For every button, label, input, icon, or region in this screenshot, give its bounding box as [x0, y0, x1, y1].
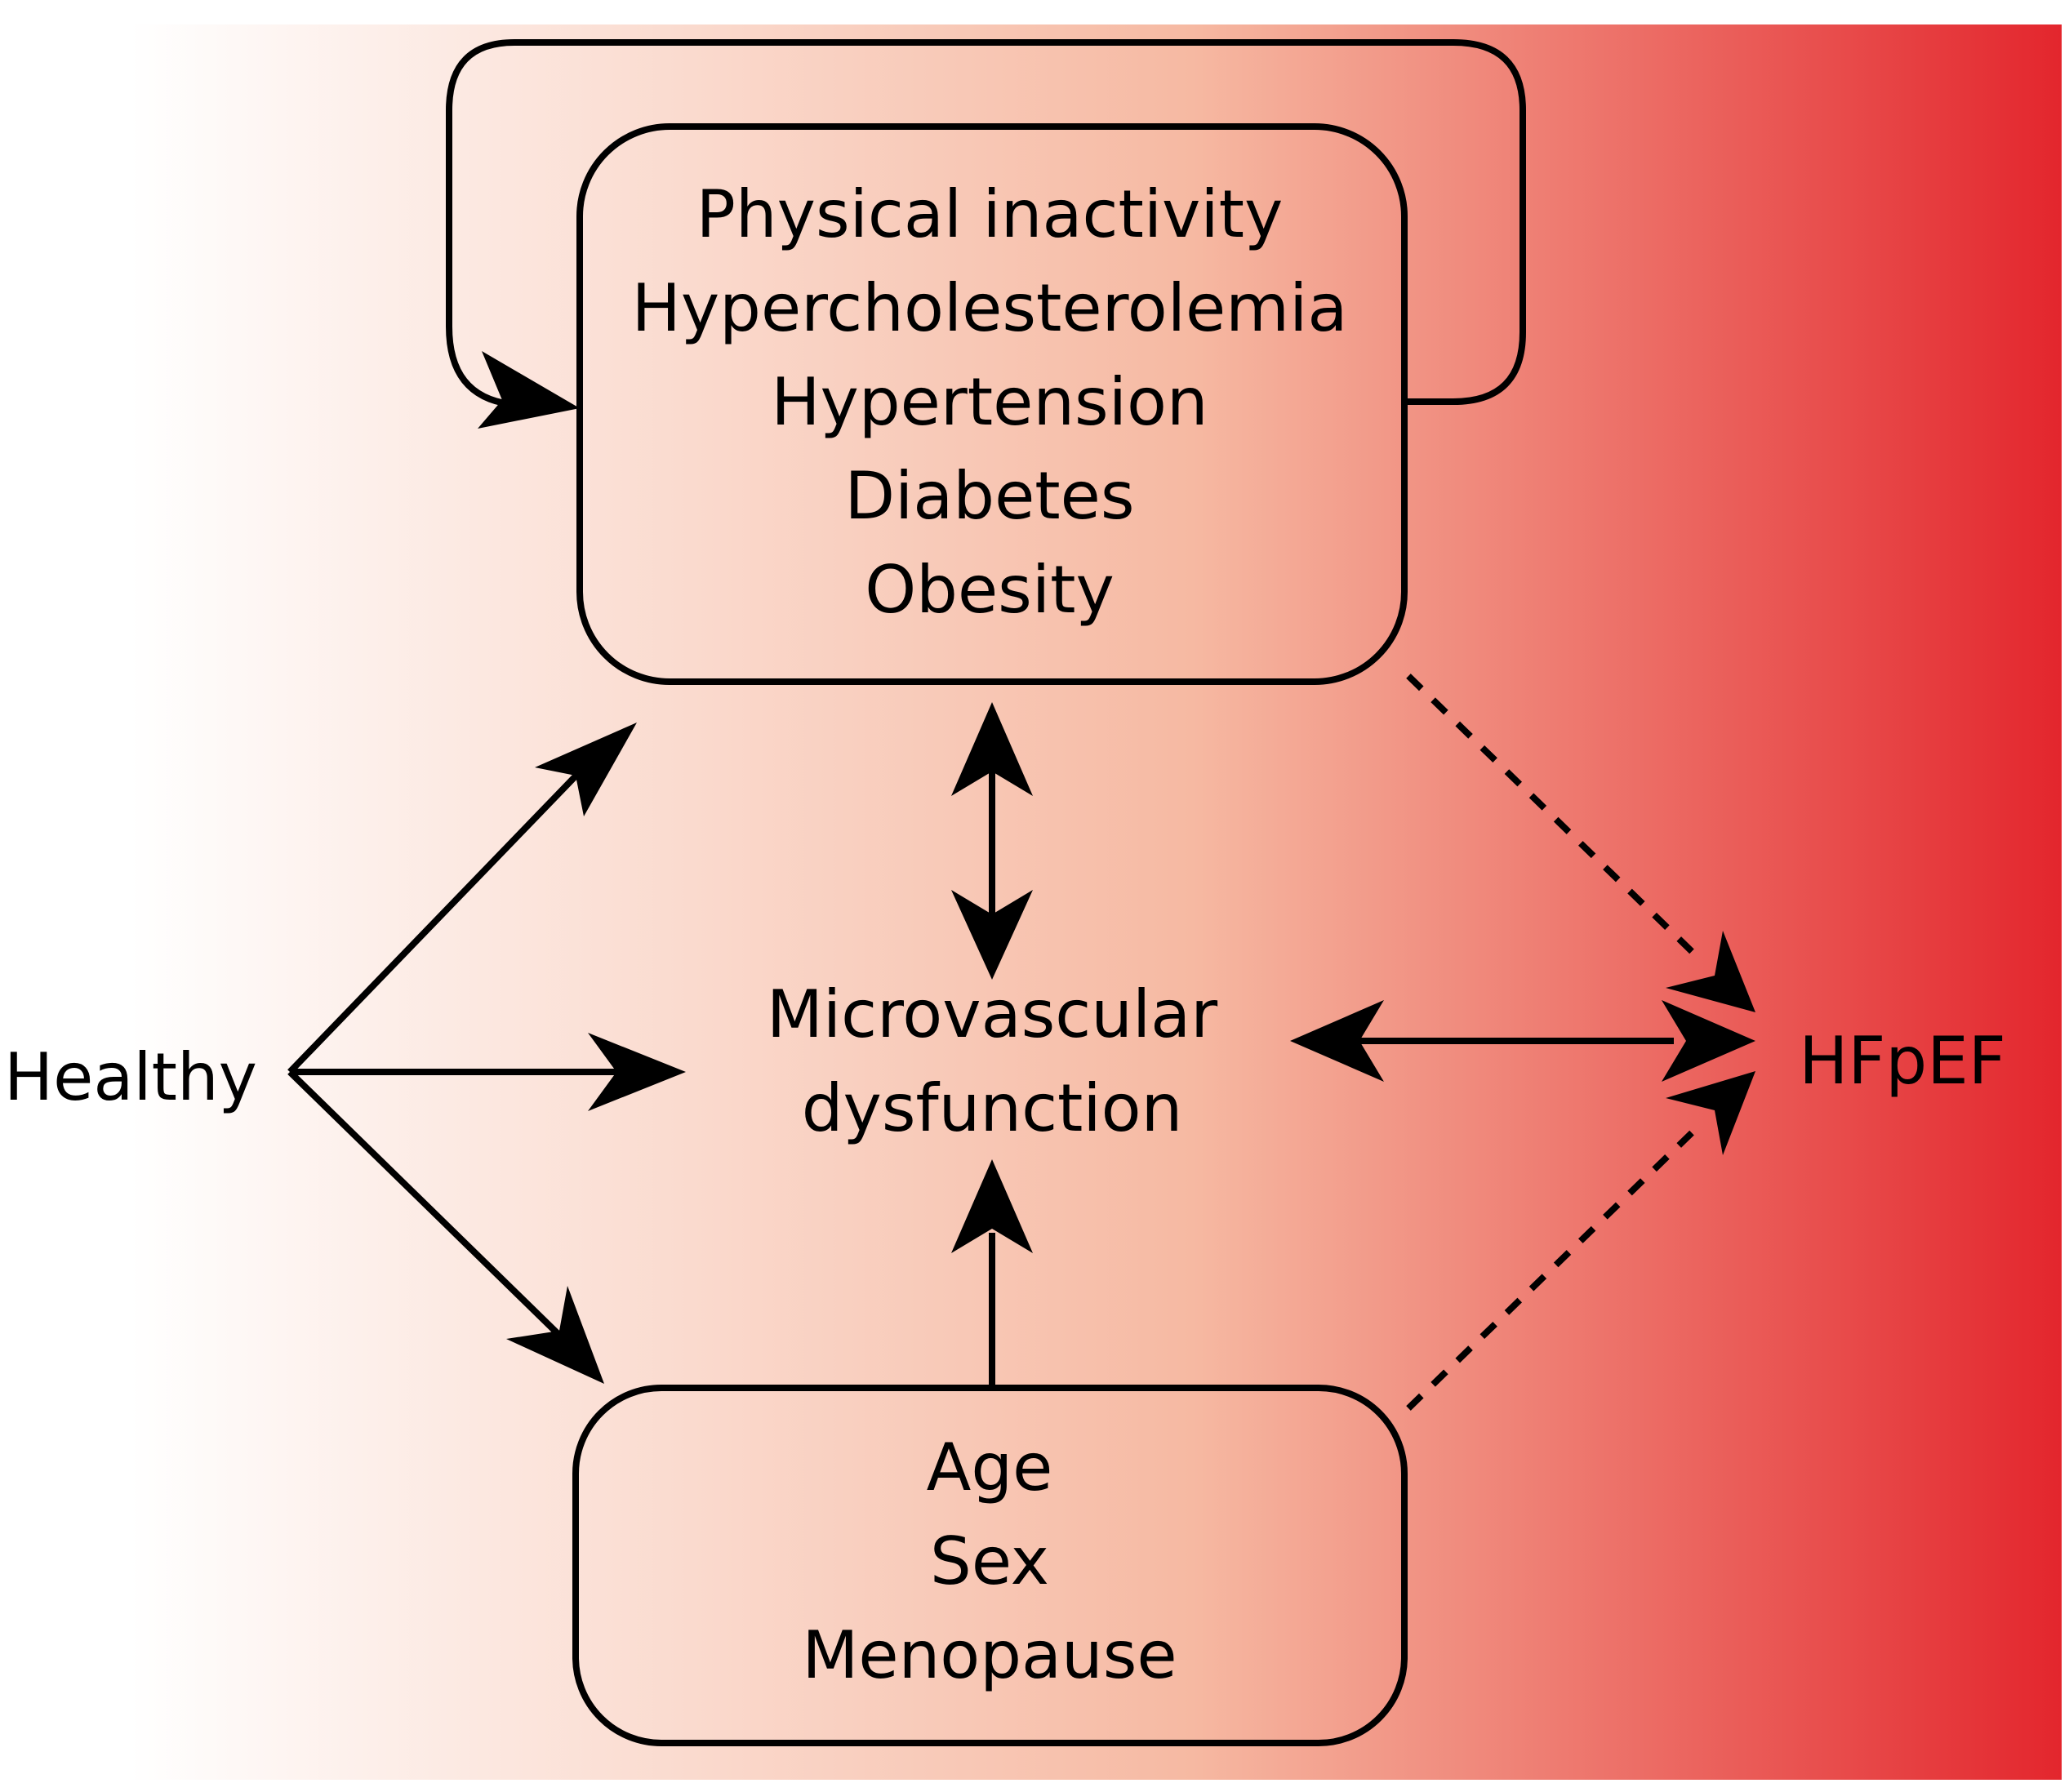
- microvascular-hfpef-arrowhead-right: [1662, 1000, 1755, 1082]
- microvascular-label: Microvascular dysfunction: [767, 976, 1217, 1146]
- non-modifiable-to-hfpef-arrowhead: [1666, 1071, 1755, 1155]
- healthy-to-risk-factors-line: [287, 761, 590, 1074]
- risk-factors-microvascular-arrowhead-down: [951, 890, 1033, 980]
- healthy-to-non-modifiable-line: [287, 1069, 574, 1350]
- risk-factors-to-hfpef-arrowhead: [1666, 931, 1755, 1012]
- risk-factors-microvascular-arrowhead-up: [951, 702, 1033, 796]
- microvascular-label-line: dysfunction: [802, 1070, 1183, 1146]
- risk-factors-feedback-loop: [446, 39, 1526, 407]
- microvascular-label-line: Microvascular: [767, 976, 1217, 1052]
- non-modifiable-to-microvascular-arrowhead: [951, 1159, 1033, 1253]
- non-modifiable-list: Age Sex Menopause: [802, 1430, 1177, 1693]
- risk-factor-item: Hypertension: [771, 364, 1208, 440]
- healthy-label: Healthy: [4, 1039, 257, 1115]
- healthy-to-microvascular-arrowhead: [588, 1033, 686, 1111]
- microvascular-hfpef-arrowhead-left: [1290, 1000, 1384, 1082]
- non-modifiable-item: Menopause: [802, 1617, 1177, 1693]
- healthy-to-risk-factors-arrowhead: [535, 723, 637, 816]
- loop-arrowhead: [478, 351, 580, 429]
- healthy-to-non-modifiable-arrowhead: [506, 1286, 604, 1384]
- risk-factor-item: Hypercholesterolemia: [632, 270, 1348, 346]
- risk-factor-item: Diabetes: [844, 458, 1134, 534]
- risk-factor-item: Obesity: [865, 552, 1115, 628]
- hfpef-label: HFpEF: [1799, 1023, 2006, 1099]
- risk-factors-list: Physical inactivity Hypercholesterolemia…: [632, 176, 1348, 628]
- risk-factor-item: Physical inactivity: [696, 176, 1284, 252]
- non-modifiable-item: Sex: [930, 1523, 1049, 1599]
- non-modifiable-item: Age: [927, 1430, 1053, 1505]
- risk-factors-box: [576, 123, 1408, 685]
